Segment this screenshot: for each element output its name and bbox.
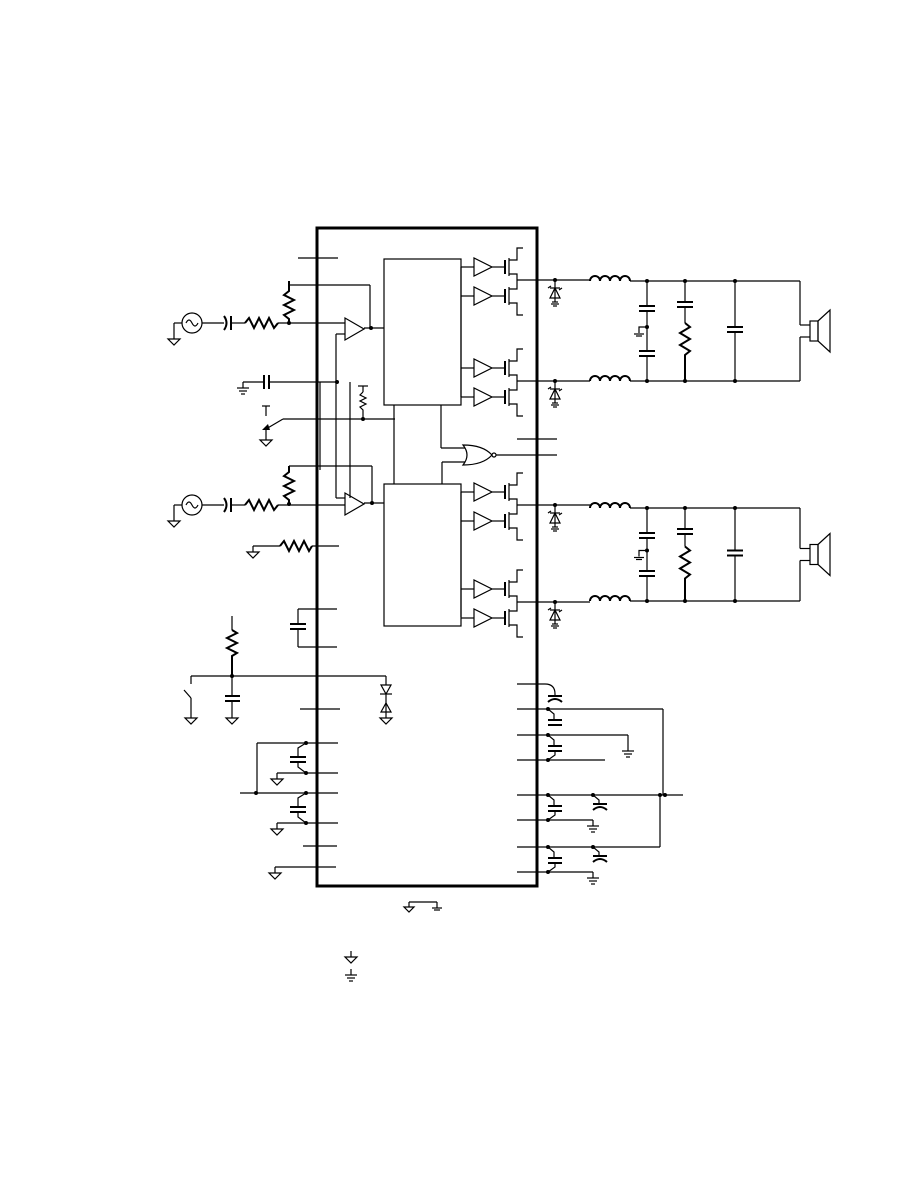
opamp-icon (344, 491, 366, 517)
resistor-icon (678, 545, 692, 601)
gate-driver-icon (473, 511, 494, 531)
ic-package (315, 226, 539, 888)
output-filter-2 (589, 502, 831, 603)
speaker-icon (809, 543, 819, 566)
left-pins (298, 257, 340, 847)
capacitor-icon (223, 315, 232, 331)
half-bridge (461, 472, 590, 541)
ground-legend (344, 950, 358, 982)
gate-driver-icon (473, 482, 494, 502)
input-channel-1 (167, 281, 384, 470)
control-block-2 (383, 483, 462, 627)
tvs-diode-icon (547, 504, 563, 532)
gate-driver-icon (473, 387, 494, 407)
input-channel-2 (167, 382, 384, 528)
speaker-icon (809, 320, 819, 342)
shutdown-switch (259, 405, 395, 447)
tvs-diode-icon (547, 380, 563, 408)
inductor-icon (589, 595, 631, 602)
charge-pump-right (517, 683, 683, 885)
resistor-icon (244, 315, 279, 331)
resistor-icon (244, 497, 279, 513)
ground-tie (402, 901, 442, 913)
inductor-icon (589, 275, 631, 282)
inductor-icon (589, 502, 631, 509)
resistor-icon (678, 322, 692, 381)
opamp-icon (344, 316, 366, 342)
half-bridge (461, 247, 590, 316)
pullup-resistor (358, 385, 368, 421)
gain-resistor (246, 538, 339, 559)
tvs-diode-icon (547, 279, 563, 307)
gate-driver-icon (473, 257, 494, 277)
gate-driver-icon (473, 286, 494, 306)
ac-source-icon (167, 494, 203, 528)
nor-gate-icon (461, 444, 493, 466)
charge-pump-left (240, 741, 338, 880)
half-bridge (461, 569, 590, 638)
output-stages (460, 247, 590, 638)
half-bridge (461, 348, 590, 417)
output-filter-1 (589, 275, 831, 383)
gate-driver-icon (473, 608, 494, 628)
tvs-diode-icon (547, 601, 563, 629)
control-block-1 (383, 258, 462, 406)
feedback-resistor-icon (281, 466, 297, 504)
ac-source-icon (167, 312, 203, 346)
feedback-resistor-icon (281, 281, 297, 323)
supply-network (183, 616, 393, 725)
inductor-icon (589, 375, 631, 382)
pin-capacitor (290, 608, 337, 648)
gate-driver-icon (473, 579, 494, 599)
bypass-capacitor (236, 375, 339, 395)
gate-driver-icon (473, 358, 494, 378)
capacitor-icon (223, 497, 232, 513)
